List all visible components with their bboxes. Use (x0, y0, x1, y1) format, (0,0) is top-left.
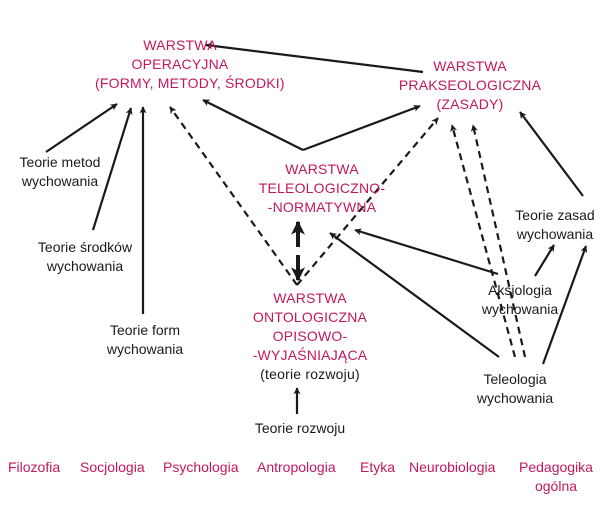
layer-operacyjna: WARSTWA OPERACYJNA (FORMY, METODY, ŚRODK… (95, 36, 285, 93)
edge-teleologia-to-prakseologiczna (470, 124, 527, 358)
theory-label: wychowania (481, 301, 559, 317)
edge-srodkow-to-operacyjna (91, 107, 133, 231)
theory-srodkow: Teorie środków wychowania (20, 238, 150, 276)
edge-aksjologia-to-teleologiczno (354, 228, 499, 276)
theory-aksjologia: Aksjologia wychowania (470, 281, 570, 319)
layer-label: WARSTWA (285, 161, 359, 177)
discipline-etyka: Etyka (360, 458, 395, 477)
discipline-label: Antropologia (257, 459, 336, 475)
discipline-label: Neurobiologia (409, 459, 496, 475)
discipline-socjologia: Socjologia (80, 458, 145, 477)
layer-label: -NORMATYWNA (267, 199, 377, 215)
edge-teleologia-to-zasad (541, 245, 588, 365)
theory-label: wychowania (476, 390, 554, 406)
theory-label: Teorie metod (19, 154, 101, 170)
discipline-antropologia: Antropologia (257, 458, 336, 477)
layer-teleologiczno-normatywna: WARSTWA TELEOLOGICZNO- -NORMATYWNA (252, 160, 392, 217)
layer-label: OPERACYJNA (131, 56, 229, 72)
theory-label: Teorie zasad (515, 207, 595, 223)
theory-label: Teorie środków (37, 239, 133, 255)
theory-label: Teorie form (109, 322, 181, 338)
layer-label: (FORMY, METODY, ŚRODKI) (95, 75, 285, 91)
layer-label: PRAKSEOLOGICZNA (398, 77, 542, 93)
layer-label: -WYJAŚNIAJĄCA (252, 347, 368, 363)
discipline-label: Pedagogika (519, 459, 593, 475)
layer-label: OPISOWO- (272, 328, 348, 344)
theory-label: wychowania (46, 258, 124, 274)
discipline-pedagogika-ogolna: Pedagogika ogólna (516, 458, 596, 496)
edge-zasad-to-prakseologiczna (519, 111, 584, 197)
edge-prakseologiczna-to-operacyjna (205, 42, 424, 74)
edge-teleologiczno-to-operacyjna (202, 99, 304, 151)
edge-metod-to-operacyjna (45, 103, 118, 153)
discipline-neurobiologia: Neurobiologia (409, 458, 495, 477)
discipline-psychologia: Psychologia (163, 458, 239, 477)
edge-aksjologia-to-prakseologiczna (450, 124, 517, 358)
layer-label: ONTOLOGICZNA (252, 309, 368, 325)
edge-ontologiczna-to-prakseologiczna (296, 117, 439, 286)
discipline-label: Socjologia (80, 459, 145, 475)
edge-ontologiczna-to-operacyjna (169, 106, 298, 286)
layer-label: WARSTWA (143, 37, 217, 53)
layer-label: WARSTWA (433, 58, 507, 74)
theory-label: Teorie rozwoju (254, 420, 346, 436)
edge-aksjologia-to-zasad (534, 244, 555, 277)
theory-label: Aksjologia (488, 282, 552, 298)
theory-teleologia: Teleologia wychowania (465, 370, 565, 408)
theory-zasad: Teorie zasad wychowania (505, 206, 600, 244)
discipline-label: Etyka (360, 459, 396, 475)
theory-label: wychowania (21, 173, 99, 189)
layer-label: WARSTWA (273, 290, 347, 306)
layer-ontologiczna: WARSTWA ONTOLOGICZNA OPISOWO- -WYJAŚNIAJ… (240, 289, 380, 384)
layer-label: (ZASADY) (436, 96, 504, 112)
discipline-label: ogólna (534, 478, 578, 494)
theory-form: Teorie form wychowania (90, 321, 200, 359)
theory-label: Teleologia (483, 371, 547, 387)
discipline-label: Psychologia (163, 459, 239, 475)
theory-metod: Teorie metod wychowania (0, 153, 120, 191)
edge-teleologia-to-teleologiczno (329, 232, 500, 358)
layer-note: (teorie rozwoju) (260, 366, 360, 382)
theory-label: wychowania (106, 341, 184, 357)
discipline-label: Filozofia (8, 459, 61, 475)
discipline-filozofia: Filozofia (8, 458, 60, 477)
layer-label: TELEOLOGICZNO- (258, 180, 386, 196)
theory-label: wychowania (516, 226, 594, 242)
layer-prakseologiczna: WARSTWA PRAKSEOLOGICZNA (ZASADY) (395, 57, 545, 114)
edge-teleologiczno-to-prakseologiczna (302, 104, 421, 152)
theory-rozwoju: Teorie rozwoju (245, 419, 355, 438)
